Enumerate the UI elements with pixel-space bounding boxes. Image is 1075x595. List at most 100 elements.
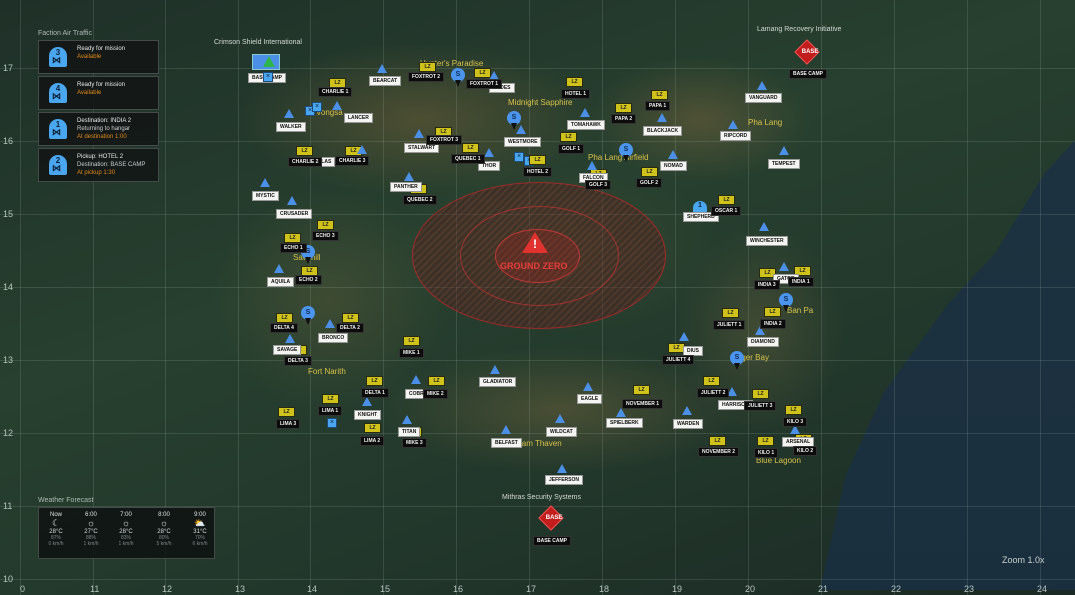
vehicle-icon[interactable]: ×: [327, 418, 337, 428]
lz-name-label[interactable]: ECHO 1: [280, 243, 307, 253]
lz-name-label[interactable]: KILO 2: [793, 446, 818, 456]
unit-label[interactable]: BLACKJACK: [643, 126, 683, 136]
friendly-unit-icon[interactable]: [779, 146, 789, 155]
lz-name-label[interactable]: JULIETT 2: [697, 388, 730, 398]
friendly-unit-icon[interactable]: [404, 172, 414, 181]
lz-marker[interactable]: LZ: [785, 405, 802, 415]
friendly-unit-icon[interactable]: [580, 108, 590, 117]
lz-marker[interactable]: LZ: [759, 268, 776, 278]
lz-name-label[interactable]: CHARLIE 2: [288, 157, 323, 167]
unit-label[interactable]: RIPCORD: [720, 131, 752, 141]
friendly-unit-icon[interactable]: [489, 71, 499, 80]
friendly-unit-icon[interactable]: [557, 464, 567, 473]
lz-marker[interactable]: LZ: [284, 233, 301, 243]
friendly-unit-icon[interactable]: [727, 387, 737, 396]
unit-label[interactable]: VANGUARD: [745, 93, 782, 103]
friendly-unit-icon[interactable]: [287, 196, 297, 205]
supply-pin-icon[interactable]: S: [301, 306, 315, 325]
lz-marker[interactable]: LZ: [322, 394, 339, 404]
lz-name-label[interactable]: JULIETT 4: [662, 355, 695, 365]
unit-label[interactable]: TITAN: [398, 427, 421, 437]
friendly-unit-icon[interactable]: [274, 264, 284, 273]
lz-name-label[interactable]: ECHO 3: [312, 231, 339, 241]
lz-name-label[interactable]: DELTA 2: [336, 323, 364, 333]
unit-label[interactable]: STALWART: [404, 143, 440, 153]
lz-name-label[interactable]: LIMA 3: [276, 419, 301, 429]
unit-label[interactable]: TEMPEST: [768, 159, 800, 169]
lz-marker[interactable]: LZ: [757, 436, 774, 446]
lz-marker[interactable]: LZ: [278, 407, 295, 417]
lz-marker[interactable]: LZ: [462, 143, 479, 153]
lz-marker[interactable]: LZ: [752, 389, 769, 399]
lz-name-label[interactable]: DELTA 1: [361, 388, 389, 398]
lz-name-label[interactable]: INDIA 1: [788, 277, 814, 287]
lz-name-label[interactable]: QUEBEC 1: [451, 154, 485, 164]
unit-label[interactable]: WILDCAT: [546, 427, 577, 437]
lz-marker[interactable]: LZ: [529, 155, 546, 165]
lz-name-label[interactable]: ECHO 2: [295, 275, 322, 285]
lz-marker[interactable]: LZ: [641, 167, 658, 177]
supply-pin-icon[interactable]: S: [507, 111, 521, 130]
friendly-unit-icon[interactable]: [616, 408, 626, 417]
lz-marker[interactable]: LZ: [633, 385, 650, 395]
unit-label[interactable]: CRUSADER: [276, 209, 313, 219]
friendly-unit-icon[interactable]: [657, 113, 667, 122]
friendly-unit-icon[interactable]: [779, 262, 789, 271]
lz-name-label[interactable]: QUEBEC 2: [403, 195, 437, 205]
unit-label[interactable]: KNIGHT: [354, 410, 382, 420]
lz-name-label[interactable]: DELTA 4: [270, 323, 298, 333]
aircraft-card[interactable]: 4 Ready for mission Available: [38, 76, 159, 110]
lz-marker[interactable]: LZ: [651, 90, 668, 100]
lz-name-label[interactable]: JULIETT 1: [713, 320, 746, 330]
lz-marker[interactable]: LZ: [428, 376, 445, 386]
friendly-unit-icon[interactable]: [490, 365, 500, 374]
supply-pin-icon[interactable]: S: [619, 143, 633, 162]
friendly-unit-icon[interactable]: [411, 375, 421, 384]
lz-marker[interactable]: LZ: [560, 132, 577, 142]
unit-label[interactable]: BELFAST: [491, 438, 522, 448]
supply-pin-icon[interactable]: S: [451, 68, 465, 87]
lz-name-label[interactable]: OSCAR 1: [711, 206, 742, 216]
lz-marker[interactable]: LZ: [276, 313, 293, 323]
lz-name-label[interactable]: NOVEMBER 2: [698, 447, 740, 457]
friendly-unit-icon[interactable]: [325, 319, 335, 328]
lz-name-label[interactable]: KILO 3: [783, 417, 808, 427]
unit-label[interactable]: SAVAGE: [273, 345, 302, 355]
lz-name-label[interactable]: GOLF 3: [585, 180, 612, 190]
unit-label[interactable]: EAGLE: [577, 394, 603, 404]
unit-label[interactable]: WESTMORE: [504, 137, 542, 147]
lz-name-label[interactable]: PAPA 2: [611, 114, 637, 124]
friendly-unit-icon[interactable]: [516, 125, 526, 134]
lz-marker[interactable]: LZ: [403, 336, 420, 346]
lz-marker[interactable]: LZ: [317, 220, 334, 230]
unit-label[interactable]: BRONCO: [318, 333, 349, 343]
lz-name-label[interactable]: NOVEMBER 1: [622, 399, 664, 409]
friendly-unit-icon[interactable]: [357, 145, 367, 154]
vehicle-icon[interactable]: ×: [514, 152, 524, 162]
unit-label[interactable]: MYSTIC: [252, 191, 279, 201]
friendly-unit-icon[interactable]: [284, 109, 294, 118]
unit-label[interactable]: WINCHESTER: [746, 236, 788, 246]
friendly-unit-icon[interactable]: [402, 415, 412, 424]
unit-label[interactable]: DIAMOND: [747, 337, 779, 347]
vehicle-icon[interactable]: ×: [263, 72, 273, 82]
lz-marker[interactable]: LZ: [342, 313, 359, 323]
unit-label[interactable]: TOMAHAWK: [567, 120, 605, 130]
unit-label[interactable]: GLADIATOR: [479, 377, 517, 387]
lz-name-label[interactable]: GOLF 1: [558, 144, 585, 154]
friendly-unit-icon[interactable]: [790, 425, 800, 434]
friendly-unit-icon[interactable]: [332, 101, 342, 110]
friendly-unit-icon[interactable]: [362, 397, 372, 406]
unit-label[interactable]: WARDEN: [673, 419, 704, 429]
lz-name-label[interactable]: HOTEL 1: [561, 89, 591, 99]
lz-marker[interactable]: LZ: [764, 307, 781, 317]
unit-label[interactable]: JEFFERSON: [545, 475, 584, 485]
lz-name-label[interactable]: KILO 1: [754, 448, 779, 458]
lz-name-label[interactable]: JULIETT 3: [744, 401, 777, 411]
unit-label[interactable]: LANCER: [344, 113, 373, 123]
unit-label[interactable]: THOR: [478, 161, 501, 171]
unit-label[interactable]: PANTHER: [390, 182, 422, 192]
lz-name-label[interactable]: FOXTROT 3: [426, 135, 463, 145]
friendly-unit-icon[interactable]: [377, 64, 387, 73]
